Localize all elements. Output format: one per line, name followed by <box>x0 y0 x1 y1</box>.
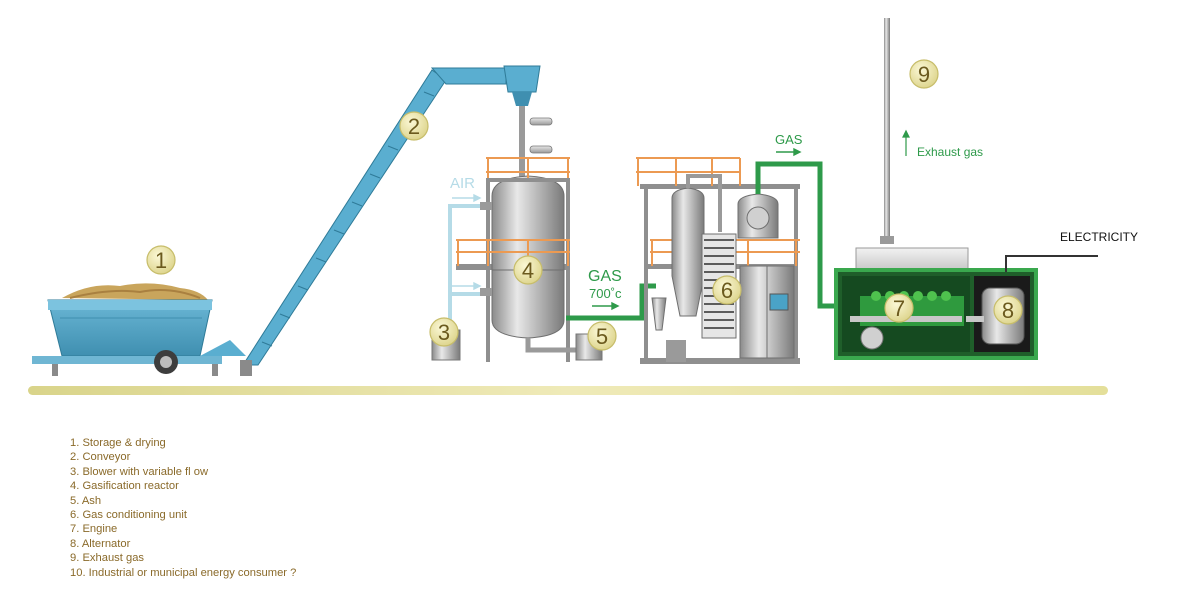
gas-arrow-clean <box>776 147 802 157</box>
legend-item: 2. Conveyor <box>70 451 131 464</box>
air-label: AIR <box>450 175 475 192</box>
legend-item: 6. Gas conditioning unit <box>70 509 187 522</box>
legend-item: 7. Engine <box>70 523 118 536</box>
legend-item: 9. Exhaust gas <box>70 552 145 565</box>
marker-7: 7 <box>884 293 914 323</box>
svg-text:3: 3 <box>438 320 450 345</box>
svg-text:2: 2 <box>408 114 420 139</box>
svg-text:7: 7 <box>893 296 905 321</box>
ground-line <box>28 386 1108 395</box>
gas-hot-label: GAS <box>588 268 622 285</box>
gas-pipe-hot <box>566 283 656 321</box>
electricity-label: ELECTRICITY <box>1060 230 1138 244</box>
marker-5: 5 <box>587 321 617 351</box>
marker-6: 6 <box>712 275 742 305</box>
marker-1: 1 <box>146 245 176 275</box>
svg-text:8: 8 <box>1002 298 1014 323</box>
marker-2: 2 <box>399 111 429 141</box>
gasification-reactor <box>456 106 578 362</box>
legend-item: 1. Storage & drying <box>70 437 166 449</box>
svg-text:4: 4 <box>522 258 534 283</box>
marker-8: 8 <box>993 295 1023 325</box>
svg-text:6: 6 <box>721 278 733 303</box>
legend-item: 10. Industrial or municipal energy consu… <box>70 566 297 579</box>
legend-item: 8. Alternator <box>70 537 131 550</box>
legend-item: 4. Gasification reactor <box>70 480 179 493</box>
gas-clean-label: GAS <box>775 132 803 147</box>
gas-pipe-clean <box>755 161 836 309</box>
svg-text:5: 5 <box>596 324 608 349</box>
gas-arrow-hot <box>592 301 620 311</box>
svg-text:1: 1 <box>155 248 167 273</box>
conveyor <box>240 65 541 376</box>
marker-9: 9 <box>909 59 939 89</box>
legend-item: 3. Blower with variable fl ow <box>70 465 209 478</box>
electricity-cable <box>1005 255 1098 272</box>
storage-trailer <box>32 283 246 376</box>
svg-text:9: 9 <box>918 62 930 87</box>
exhaust-stack <box>880 18 910 244</box>
marker-4: 4 <box>513 255 543 285</box>
legend-list: 1. Storage & drying 2. Conveyor 3. Blowe… <box>70 436 296 580</box>
legend-item: 5. Ash <box>70 494 102 507</box>
marker-3: 3 <box>429 317 459 347</box>
gas-temp-label: 700˚c <box>589 286 622 301</box>
gas-conditioning-unit <box>636 157 800 364</box>
exhaust-label: Exhaust gas <box>917 145 983 159</box>
